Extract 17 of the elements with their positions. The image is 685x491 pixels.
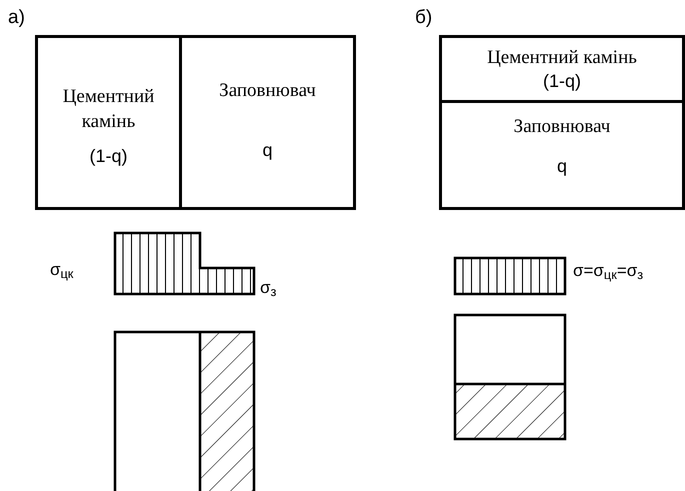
- cell: [35, 35, 182, 210]
- cell-value: q: [556, 156, 567, 178]
- stress-label: σ=σ$_{цк}$=σ$_{з}$: [573, 261, 644, 280]
- cell-title: Заповнювач: [512, 115, 612, 139]
- cell-title: Заповнювач: [218, 79, 317, 104]
- cell: [439, 100, 685, 210]
- cell-value: q: [262, 140, 272, 162]
- stress-label: σ$_{з}$: [260, 278, 276, 297]
- stress-label: σ$_{цк}$: [50, 260, 74, 279]
- cell: [179, 35, 356, 210]
- cell-value: (1-q): [542, 70, 581, 92]
- cell: [439, 35, 685, 103]
- panel-label: а): [8, 7, 25, 28]
- cell-title: Цементний камінь: [486, 46, 638, 70]
- cell-value: (1-q): [89, 146, 128, 168]
- panel-label: б): [415, 7, 432, 28]
- cell-title: Цементний камінь: [62, 85, 156, 134]
